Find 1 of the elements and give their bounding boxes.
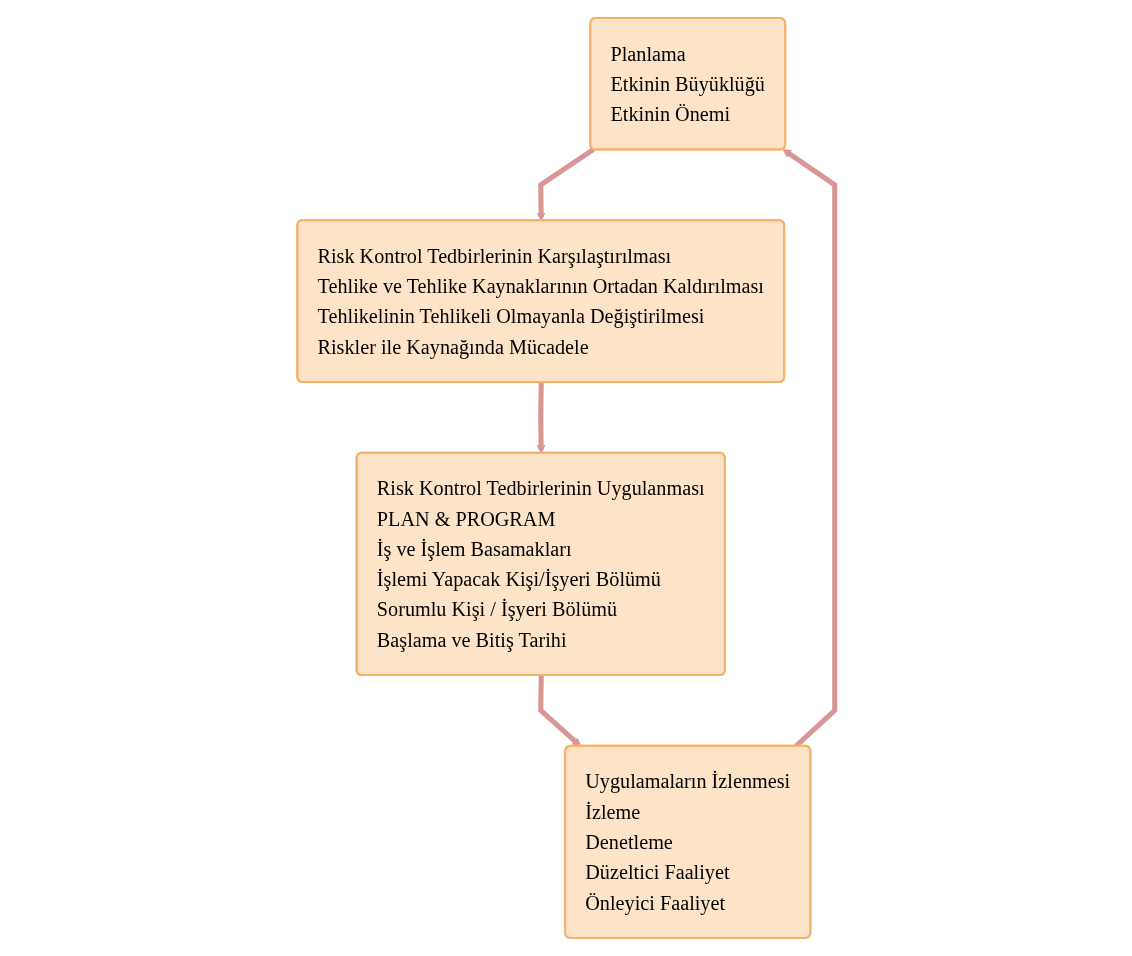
arrow xyxy=(538,675,582,747)
